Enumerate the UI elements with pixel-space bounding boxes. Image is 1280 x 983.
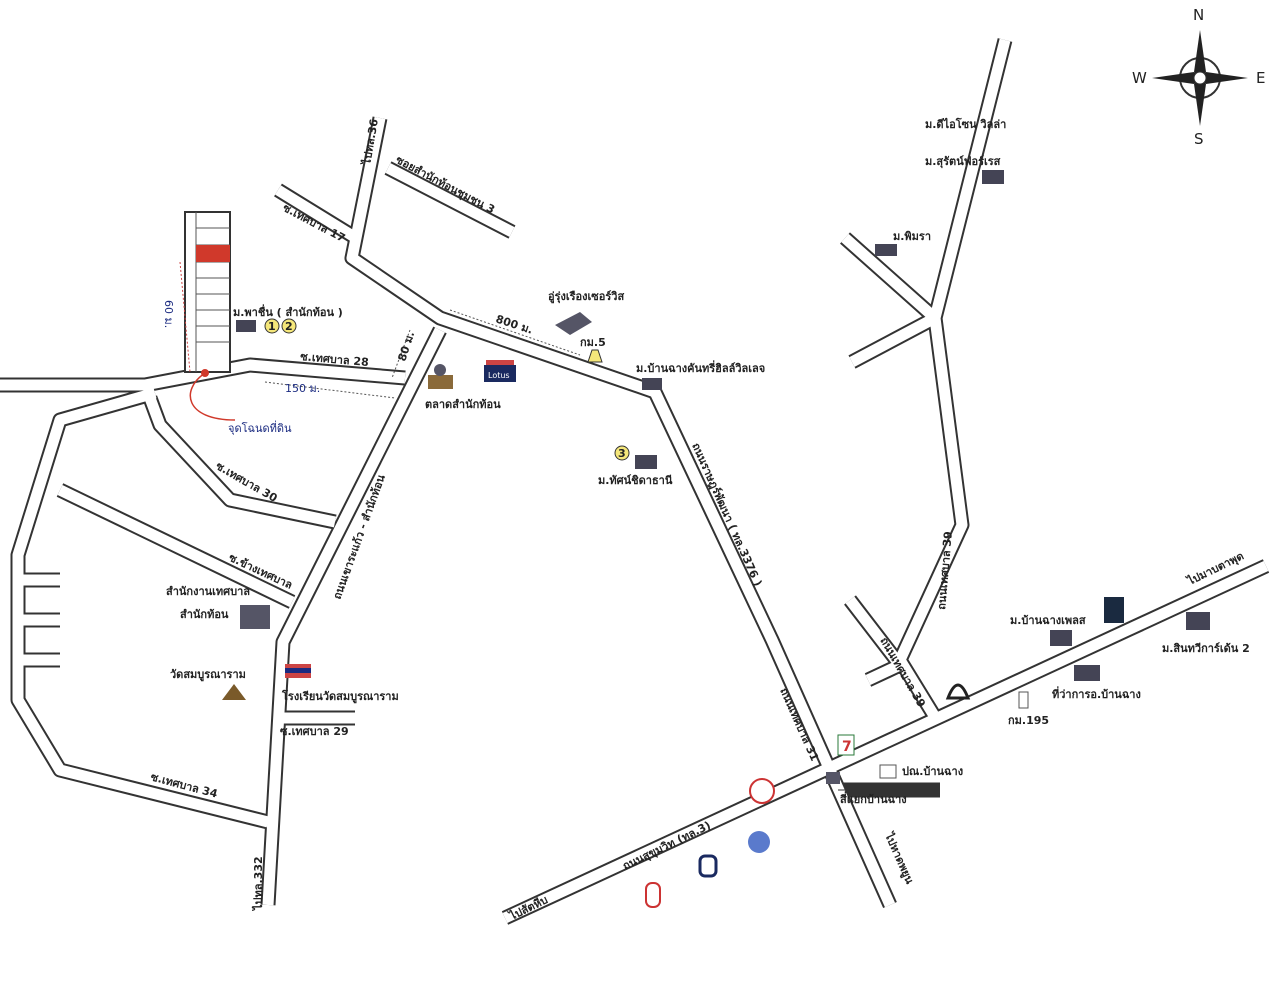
shell-station-icon [945,683,971,700]
post-office-icon [879,764,897,779]
marker-1: 1 [264,318,280,334]
svg-text:Lotus: Lotus [488,371,510,380]
housing-icon [635,455,657,469]
road-label: ซ.เทศบาล 29 [280,725,349,738]
svg-text:1: 1 [268,320,276,333]
place-bancharng-place: ม.บ้านฉางเพลส [1010,614,1086,627]
road-label: ถนนราษฎร์พัฒนา ( ทล.3376 ) [689,441,764,588]
traffic-light-icon [826,772,840,784]
place-pimra: ม.พิมรา [893,230,931,243]
distance-80m: 80 ม. [395,330,417,363]
road-label: ไปสัตหีบ [505,892,549,923]
school-flag-icon [285,664,311,678]
compass-w: W [1132,69,1147,87]
compass-rose-icon: N S E W [1132,6,1265,148]
bank-logo-icon [1104,597,1124,623]
aomsin-bank-icon [698,854,718,878]
place-dio: ม.ดีไอโซน วิลล่า [925,117,1006,131]
km-post-icon [1018,691,1029,709]
kasikorn-bank-icon [749,778,775,804]
place-km5: กม.5 [580,336,606,349]
market-icon [428,364,453,389]
temple-icon [222,684,246,700]
places: ม.พาชื่น ( สำนักท้อน ) 1 2 จุดโฉนดที่ดิน… [166,117,1250,908]
road-label: ซ.เทศบาล 28 [300,350,370,369]
svg-text:3: 3 [618,447,626,460]
road-label: ไปทล.332 [251,856,265,912]
office-building-icon [240,605,270,629]
housing-icon [875,244,897,256]
land-plot-strip [184,211,236,421]
place-wat: วัดสมบูรณาราม [170,668,246,682]
bangkok-bank-icon [645,882,661,908]
housing-icon [1186,612,1210,630]
roads [0,38,1270,925]
marker-3: 3 [614,445,630,461]
place-tanchidathani: ม.ทัศน์ชิดาธานี [598,474,673,487]
distance-150m: 150 ม. [285,382,320,395]
marker-2: 2 [281,318,297,334]
place-bancharng-country: ม.บ้านฉางคันทรี่ฮิลล์วิลเลจ [636,360,765,375]
seven-eleven-icon: 7 [837,734,855,756]
housing-icon [236,320,256,332]
housing-icon [982,170,1004,184]
distance-markers [179,261,581,399]
svg-text:2: 2 [285,320,293,333]
district-office-icon [1074,665,1100,681]
place-district: ที่ว่าการอ.บ้านฉาง [1052,686,1141,701]
place-rungruang: อู่รุ่งเรืองเซอร์วิส [548,290,624,304]
place-market: ตลาดสำนักท้อน [425,398,501,411]
housing-icon [642,378,662,390]
compass-n: N [1193,6,1204,24]
place-office-sub: สำนักท้อน [180,608,229,621]
garage-icon [555,312,592,335]
compass-s: S [1194,130,1204,148]
place-post: ปณ.บ้านฉาง [902,765,963,778]
place-location-label: จุดโฉนดที่ดิน [228,420,292,435]
compass-e: E [1256,69,1265,87]
location-pointer [189,372,236,421]
svg-text:7: 7 [842,739,852,755]
target-plot[interactable] [196,245,230,262]
place-junction: สี่แยกบ้านฉาง [840,791,907,806]
place-school: โรงเรียนวัดสมบูรณาราม [281,689,399,704]
place-km195: กม.195 [1008,714,1049,727]
road-label: ถนนเทศบาล 39 [935,531,955,611]
place-office: สำนักงานเทศบาล [166,585,250,598]
place-sinthavee: ม.สินทวีการ์เด้น 2 [1162,642,1250,655]
place-surat: ม.สุรัตน์ฟอร์เรส [925,155,1001,169]
km-marker-icon [587,349,603,363]
lotus-store-icon: Lotus [484,360,516,382]
krungthai-bank-icon [748,831,770,853]
place-pachuen: ม.พาชื่น ( สำนักท้อน ) [233,304,343,319]
distance-60m: 60 ม. [162,300,175,328]
housing-icon [1050,630,1072,646]
